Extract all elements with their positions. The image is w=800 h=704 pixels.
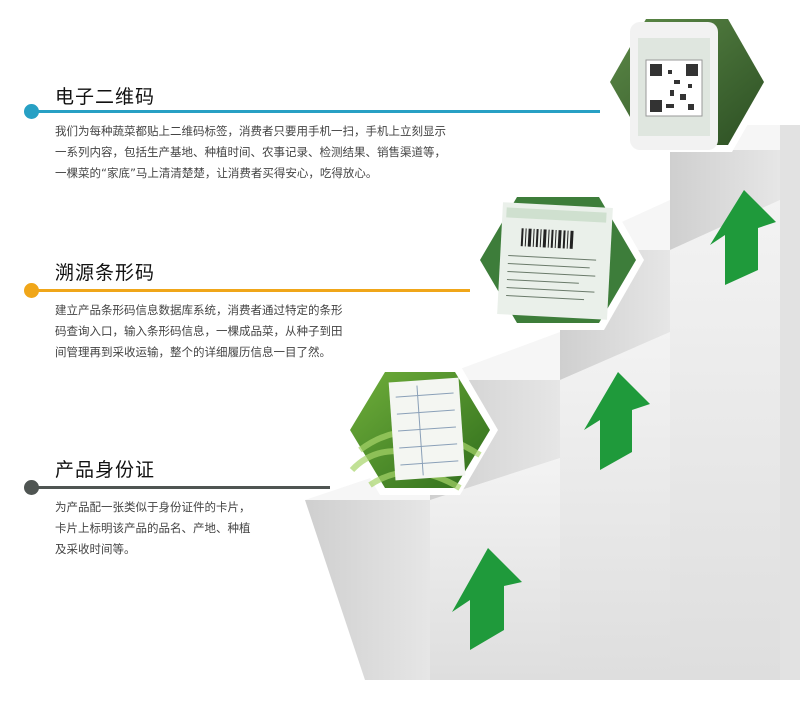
up-arrow-icon	[584, 372, 650, 470]
section-body-line: 一棵菜的“家底”马上清清楚楚，让消费者买得安心，吃得放心。	[55, 166, 378, 180]
section-body: 我们为每种蔬菜都贴上二维码标签，消费者只要用手机一扫，手机上立刻显示 一系列内容…	[55, 121, 446, 184]
id-card-photo	[342, 365, 498, 495]
section-divider	[30, 486, 330, 489]
barcode-label-photo	[472, 190, 644, 330]
section-body-line: 一系列内容，包括生产基地、种植时间、农事记录、检测结果、销售渠道等，	[55, 145, 446, 159]
section-body-line: 间管理再到采收运输，整个的详细履历信息一目了然。	[55, 345, 331, 359]
step-2-front	[560, 332, 670, 680]
qr-phone-photo	[602, 12, 772, 152]
up-arrow-icon	[710, 190, 776, 285]
section-body-line: 建立产品条形码信息数据库系统，消费者通过特定的条形	[55, 303, 343, 317]
section-title: 产品身份证	[55, 459, 156, 481]
up-arrow-icon	[452, 548, 522, 650]
section-body-line: 我们为每种蔬菜都贴上二维码标签，消费者只要用手机一扫，手机上立刻显示	[55, 124, 446, 138]
bullet-dot-icon	[24, 480, 39, 495]
section-body-line: 为产品配一张类似于身份证件的卡片，	[55, 500, 251, 514]
section-title: 电子二维码	[55, 86, 156, 108]
section-body: 为产品配一张类似于身份证件的卡片， 卡片上标明该产品的品名、产地、种植 及采收时…	[55, 497, 251, 560]
section-body-line: 码查询入口，输入条形码信息，一棵成品菜，从种子到田	[55, 324, 343, 338]
section-body: 建立产品条形码信息数据库系统，消费者通过特定的条形 码查询入口，输入条形码信息，…	[55, 300, 343, 363]
stair-side-wall	[305, 500, 430, 680]
bullet-dot-icon	[24, 283, 39, 298]
section-title: 溯源条形码	[55, 262, 156, 284]
section-body-line: 及采收时间等。	[55, 542, 136, 556]
step-3-front	[670, 200, 780, 680]
section-divider	[30, 289, 470, 292]
section-divider	[30, 110, 600, 113]
section-body-line: 卡片上标明该产品的品名、产地、种植	[55, 521, 251, 535]
bullet-dot-icon	[24, 104, 39, 119]
